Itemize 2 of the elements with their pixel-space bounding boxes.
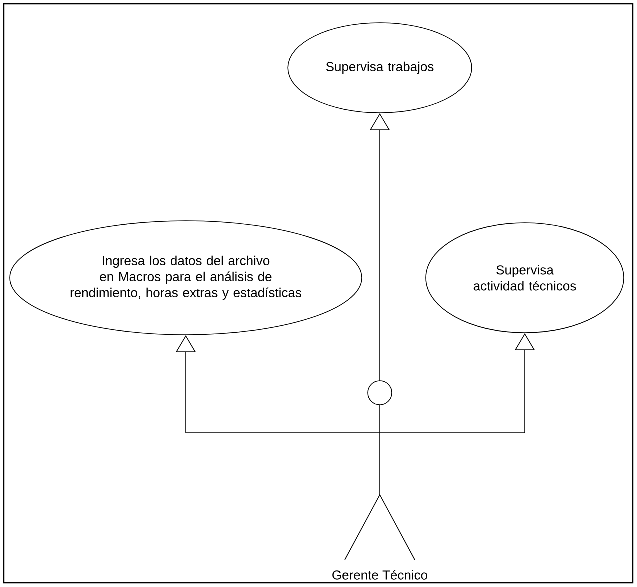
actor-figure: Gerente Técnico: [332, 380, 428, 580]
node-label: Gerente Técnico: [332, 570, 428, 580]
